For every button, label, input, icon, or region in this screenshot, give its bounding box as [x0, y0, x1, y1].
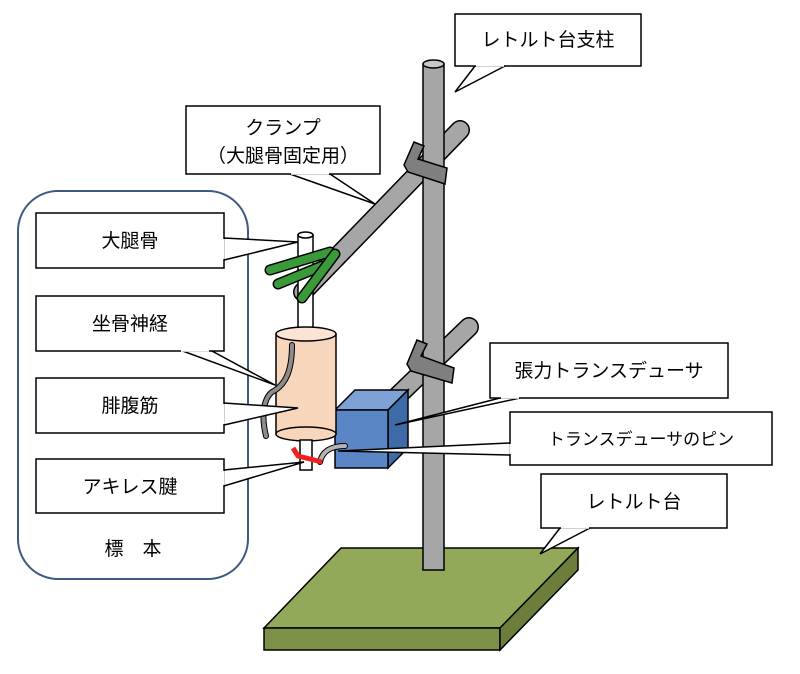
gastrocnemius-label: 腓腹筋: [101, 395, 158, 417]
callout-stand-pole: レトルト台支柱: [454, 13, 642, 93]
sciatic-nerve: [260, 342, 295, 439]
femur-clamp-jaws: [264, 246, 341, 304]
callout-sciatic-nerve: 坐骨神経: [35, 295, 276, 386]
callout-transducer-pin: トランスデューサのピン: [337, 411, 773, 466]
clamp-label-line2: （大腿骨固定用）: [207, 145, 359, 167]
retort-stand-label: レトルト台: [586, 491, 681, 513]
callout-retort-stand: レトルト台: [539, 473, 728, 555]
callout-transducer: 張力トランスデューサ: [394, 342, 729, 426]
gastrocnemius-muscle: [275, 326, 337, 442]
achilles-label: アキレス腱: [82, 476, 177, 498]
callout-achilles: アキレス腱: [35, 458, 305, 514]
specimen-label: 標 本: [104, 538, 161, 560]
transducer-label: 張力トランスデューサ: [514, 360, 703, 382]
sciatic-nerve-label: 坐骨神経: [92, 313, 168, 335]
stand-pole: [422, 59, 445, 571]
callout-femur: 大腿骨: [35, 212, 299, 269]
lower-bracket: [406, 339, 455, 384]
retort-stand-base: [262, 546, 580, 652]
red-hook: [290, 446, 323, 465]
transducer-pin-label: トランスデューサのピン: [548, 429, 734, 450]
stand-pole-label: レトルト台支柱: [481, 29, 614, 51]
callout-clamp: クランプ （大腿骨固定用）: [185, 105, 381, 205]
specimen-group-box: [17, 190, 249, 580]
upper-bracket: [403, 141, 448, 185]
femur-label: 大腿骨: [101, 230, 158, 252]
callout-gastrocnemius: 腓腹筋: [35, 377, 299, 434]
clamp-label-line1: クランプ: [245, 117, 320, 139]
tension-transducer: [333, 388, 410, 470]
